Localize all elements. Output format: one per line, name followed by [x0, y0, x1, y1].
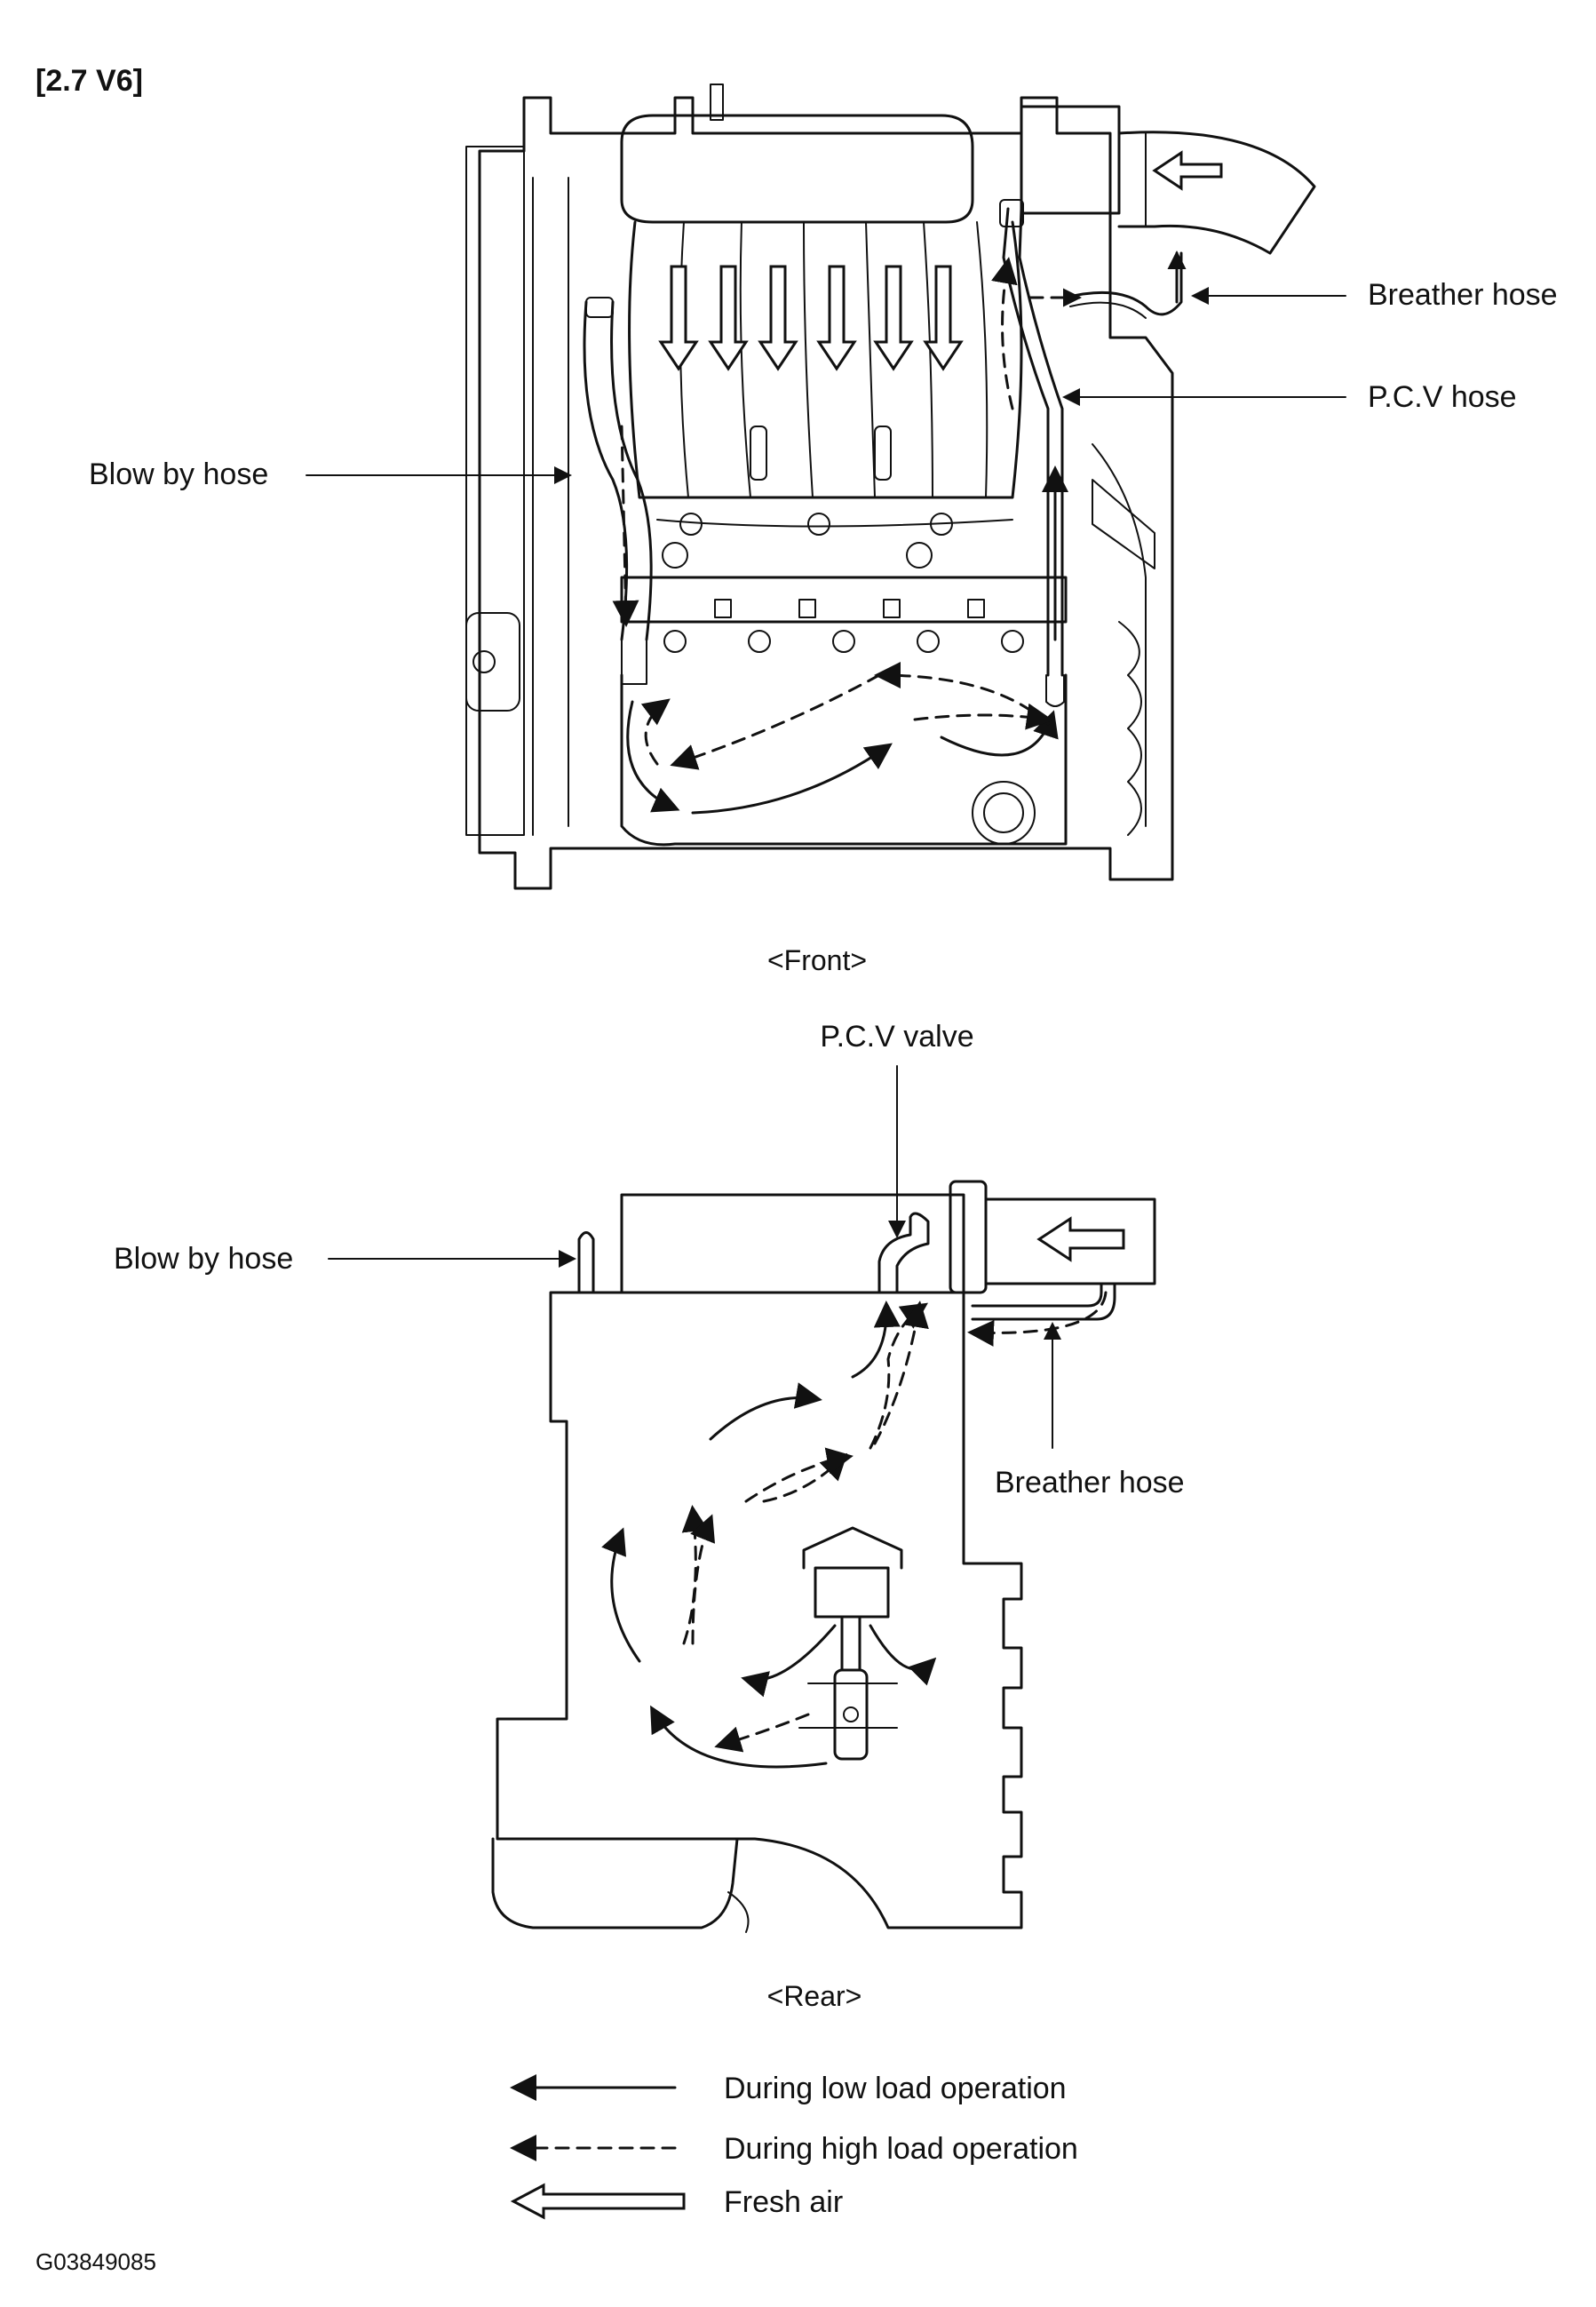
legend: During low load operation During high lo…	[510, 2072, 1078, 2220]
legend-high-load: During high load operation	[724, 2132, 1078, 2166]
label-pcv-hose: P.C.V hose	[1368, 380, 1517, 414]
legend-fresh-air: Fresh air	[724, 2185, 843, 2219]
front-view-drawing	[465, 84, 1316, 890]
diagram-title: [2.7 V6]	[36, 64, 143, 98]
front-runner-arrows	[658, 265, 964, 371]
label-pcv-valve: P.C.V valve	[820, 1020, 973, 1054]
label-breather-hose-front: Breather hose	[1368, 278, 1558, 312]
label-breather-hose-rear: Breather hose	[995, 1466, 1185, 1500]
rear-view-drawing	[491, 1180, 1156, 1933]
legend-fresh-air-arrow	[510, 2183, 686, 2220]
legend-low-load: During low load operation	[724, 2072, 1067, 2105]
caption-front: <Front>	[767, 944, 867, 976]
label-blow-by-hose-front: Blow by hose	[89, 457, 268, 491]
figure-id: G03849085	[36, 2248, 156, 2275]
caption-rear: <Rear>	[767, 1980, 862, 2012]
label-blow-by-hose-rear: Blow by hose	[114, 1242, 293, 1276]
